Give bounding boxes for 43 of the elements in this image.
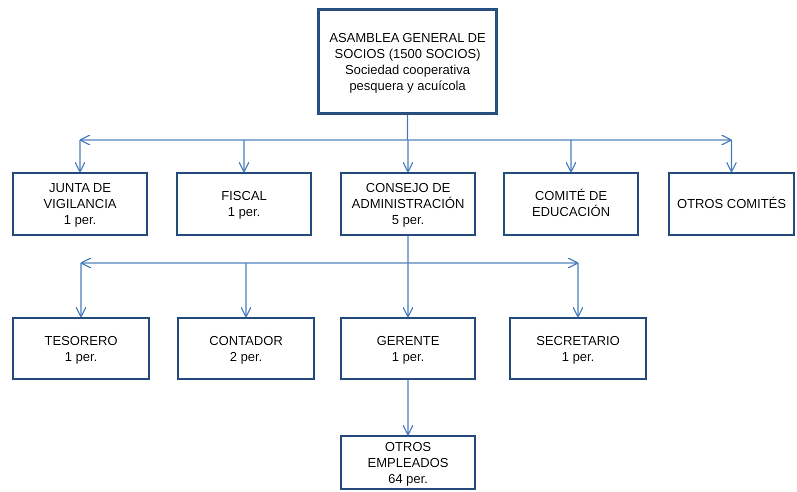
box-text: 1 per. xyxy=(228,204,260,220)
org-box xyxy=(176,172,312,236)
box-text: ASAMBLEA GENERAL DE SOCIOS (1500 SOCIOS) xyxy=(328,30,487,62)
bus-arrow xyxy=(79,114,732,146)
box-text: 64 per. xyxy=(388,470,428,486)
connector-arrow xyxy=(572,263,584,318)
box-text: OTROS COMITÉS xyxy=(676,196,786,212)
org-box xyxy=(12,317,150,380)
org-box xyxy=(340,172,476,236)
org-box xyxy=(503,172,639,236)
box-text: FISCAL xyxy=(221,188,267,204)
box-text: 2 per. xyxy=(230,348,262,364)
box-text: GERENTE xyxy=(376,332,440,348)
org-box xyxy=(668,172,795,236)
box-text: JUNTA DE VIGILANCIA xyxy=(42,180,118,212)
org-box xyxy=(340,317,476,380)
org-box xyxy=(12,172,148,236)
box-text: COMITÉ DE EDUCACIÓN xyxy=(530,188,611,220)
box-text: 5 per. xyxy=(392,212,424,228)
bus-arrow xyxy=(80,235,579,269)
connector-arrow xyxy=(75,263,87,318)
assembly-box xyxy=(317,8,498,115)
connector-arrow xyxy=(240,263,252,318)
box-text: Sociedad cooperativa pesquera y acuícola xyxy=(344,62,472,94)
connector-arrow xyxy=(74,140,86,173)
connector-arrow xyxy=(238,140,250,173)
org-box xyxy=(340,435,476,490)
connector-arrow xyxy=(726,140,738,173)
box-text: 1 per. xyxy=(64,348,98,364)
box-text: 1 per. xyxy=(392,348,424,364)
box-text: CONSEJO DE ADMINISTRACIÓN xyxy=(350,180,466,212)
box-text: 1 per. xyxy=(562,348,594,364)
connector-arrow xyxy=(402,263,414,318)
connector-arrow xyxy=(565,140,577,173)
org-box xyxy=(177,317,315,380)
box-text: CONTADOR xyxy=(209,332,283,348)
box-text: TESORERO xyxy=(44,332,118,348)
box-text: 1 per. xyxy=(64,212,96,228)
box-text: SECRETARIO xyxy=(536,332,620,348)
connector-arrow xyxy=(402,380,414,436)
org-box xyxy=(509,317,647,380)
box-text: OTROS EMPLEADOS xyxy=(366,438,450,470)
connector-arrow xyxy=(402,140,414,173)
